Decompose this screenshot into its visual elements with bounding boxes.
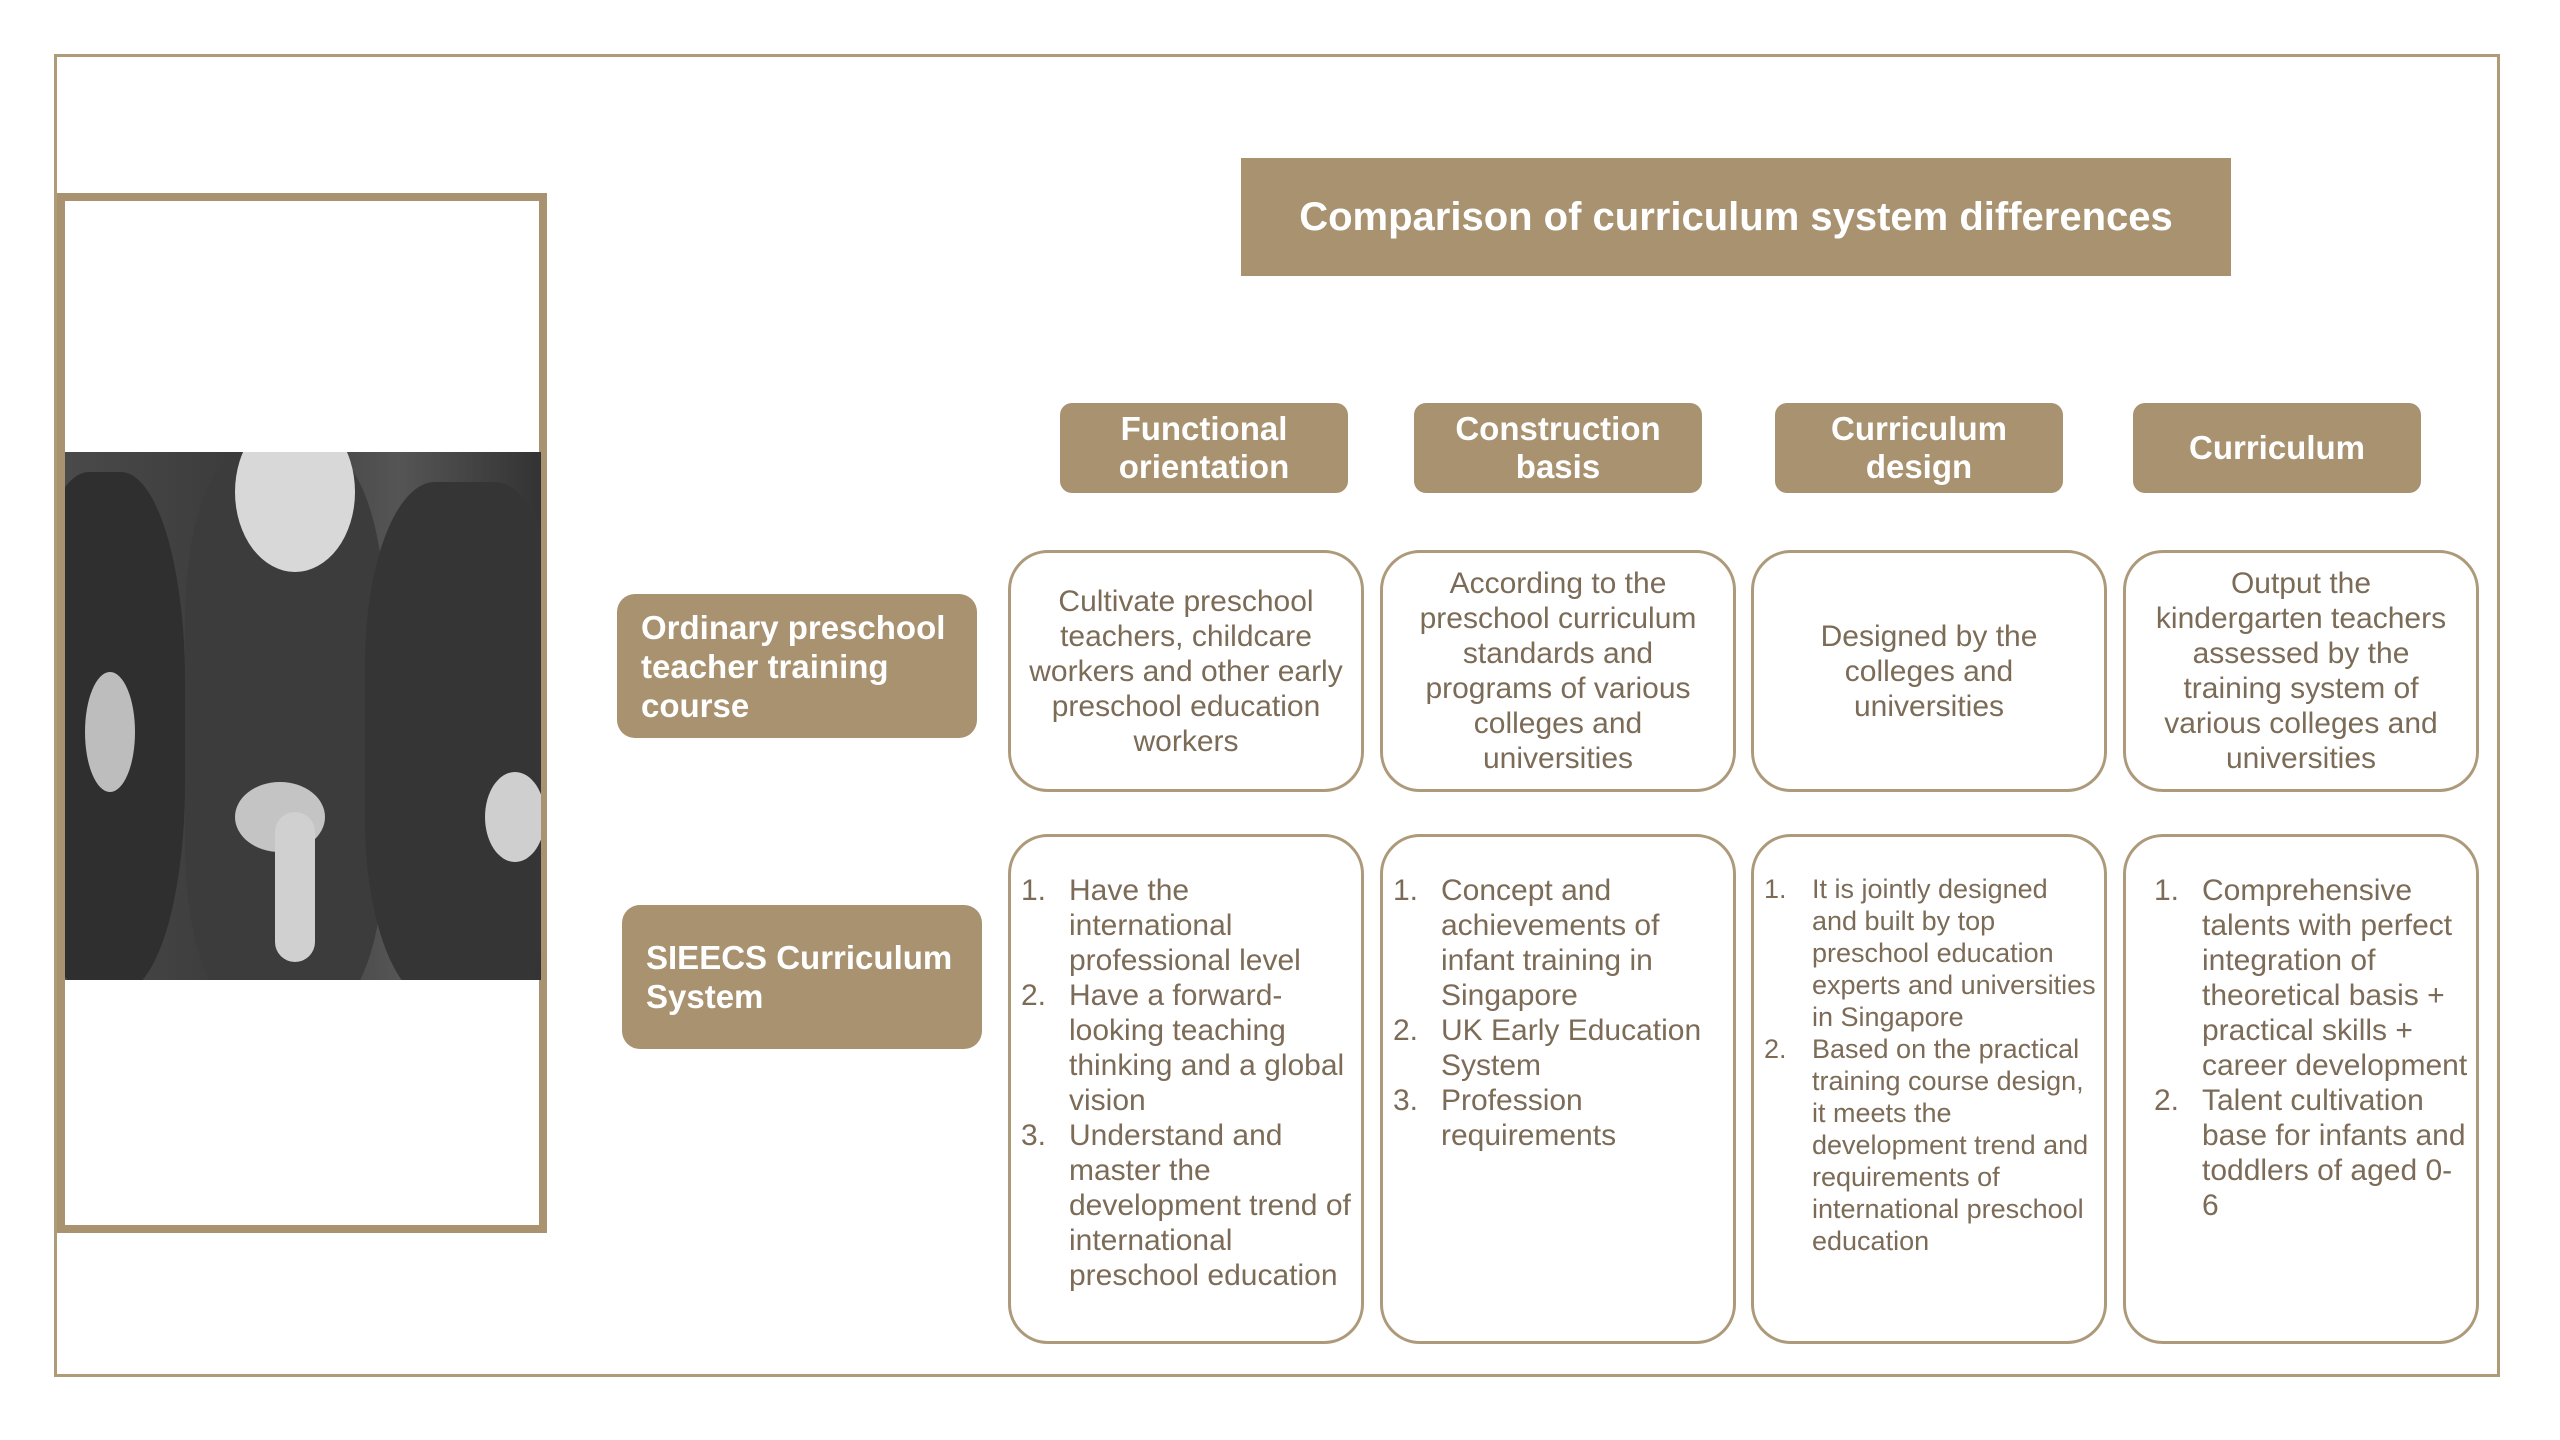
column-header-curriculum: Curriculum bbox=[2133, 403, 2421, 493]
numbered-list: 1.Concept and achievements of infant tra… bbox=[1393, 873, 1725, 1153]
list-item: 2.Talent cultivation base for infants an… bbox=[2154, 1084, 2466, 1222]
list-item: 3.Profession requirements bbox=[1393, 1084, 1617, 1152]
list-item: 2.Based on the practical training course… bbox=[1764, 1034, 2089, 1256]
column-header-functional-orientation: Functional orientation bbox=[1060, 403, 1348, 493]
list-item: 2.Have a forward-looking teaching thinki… bbox=[1021, 979, 1345, 1117]
list-item: 1.Have the international professional le… bbox=[1021, 874, 1301, 977]
column-header-construction-basis: Construction basis bbox=[1414, 403, 1702, 493]
cell-ordinary-functional: Cultivate preschool teachers, childcare … bbox=[1008, 550, 1364, 792]
numbered-list: 1.Have the international professional le… bbox=[1021, 873, 1353, 1293]
list-item: 1.It is jointly designed and built by to… bbox=[1764, 874, 2096, 1032]
cell-sieecs-design: 1.It is jointly designed and built by to… bbox=[1751, 834, 2107, 1344]
cell-sieecs-construction: 1.Concept and achievements of infant tra… bbox=[1380, 834, 1736, 1344]
row-header-sieecs: SIEECS Curriculum System bbox=[622, 905, 982, 1049]
cell-ordinary-curriculum: Output the kindergarten teachers assesse… bbox=[2123, 550, 2479, 792]
list-item: 1.Concept and achievements of infant tra… bbox=[1393, 874, 1660, 1012]
cell-sieecs-functional: 1.Have the international professional le… bbox=[1008, 834, 1364, 1344]
list-item: 1.Comprehensive talents with perfect int… bbox=[2154, 874, 2468, 1082]
column-header-curriculum-design: Curriculum design bbox=[1775, 403, 2063, 493]
numbered-list: 1.Comprehensive talents with perfect int… bbox=[2154, 873, 2468, 1223]
page-title: Comparison of curriculum system differen… bbox=[1241, 158, 2231, 276]
graduates-photo bbox=[65, 452, 541, 980]
slide-border bbox=[54, 54, 2500, 1377]
list-item: 2.UK Early Education System bbox=[1393, 1014, 1702, 1082]
cell-sieecs-curriculum: 1.Comprehensive talents with perfect int… bbox=[2123, 834, 2479, 1344]
cell-ordinary-construction: According to the preschool curriculum st… bbox=[1380, 550, 1736, 792]
list-item: 3.Understand and master the development … bbox=[1021, 1119, 1351, 1292]
row-header-ordinary-course: Ordinary preschool teacher training cour… bbox=[617, 594, 977, 738]
cell-ordinary-design: Designed by the colleges and universitie… bbox=[1751, 550, 2107, 792]
numbered-list: 1.It is jointly designed and built by to… bbox=[1764, 873, 2096, 1257]
